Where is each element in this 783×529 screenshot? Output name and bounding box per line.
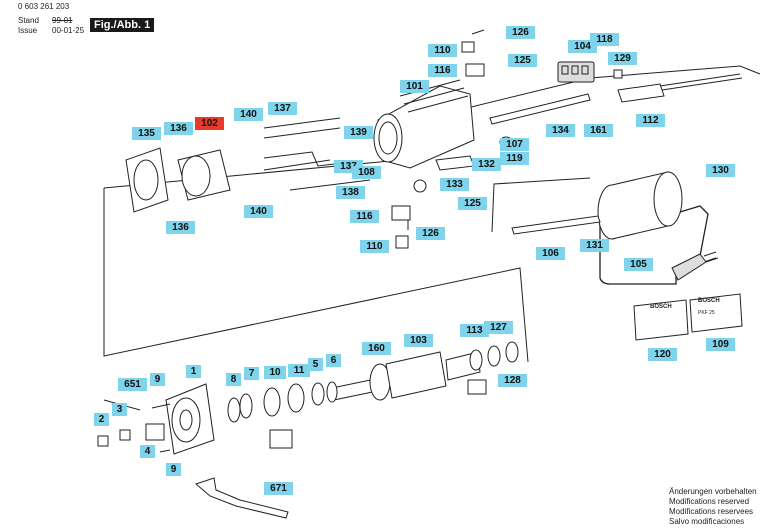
part-label-128: 128 <box>498 374 527 387</box>
part-label-4: 4 <box>140 445 155 458</box>
wires <box>263 117 371 191</box>
rod-134 <box>489 93 591 125</box>
collet-parts <box>97 399 171 453</box>
part-label-9: 9 <box>150 373 165 386</box>
part-label-3: 3 <box>112 403 127 416</box>
group-outline-right <box>491 177 591 233</box>
part-label-10: 10 <box>264 366 286 379</box>
part-label-130: 130 <box>706 164 735 177</box>
part-label-8: 8 <box>226 373 241 386</box>
stator-102 <box>177 149 231 201</box>
part-label-9: 9 <box>166 463 181 476</box>
part-label-651: 651 <box>118 378 147 391</box>
motor-housing-131 <box>597 171 683 240</box>
issue-value: 00-01-25 <box>52 26 85 35</box>
part-label-6: 6 <box>326 354 341 367</box>
footer-line: Änderungen vorbehalten <box>669 487 757 496</box>
group-outline-left <box>103 188 529 363</box>
part-label-7: 7 <box>244 367 259 380</box>
part-label-102: 102 <box>195 117 224 130</box>
wrench-671 <box>195 477 289 519</box>
part-label-113: 113 <box>460 324 489 337</box>
part-label-108: 108 <box>352 166 381 179</box>
armature-103 <box>331 351 481 401</box>
part-label-106: 106 <box>536 247 565 260</box>
plate-right-sub: PKF 25 <box>698 310 715 316</box>
power-cable <box>599 220 717 285</box>
part-label-126: 126 <box>506 26 535 39</box>
part-label-1: 1 <box>186 365 201 378</box>
part-label-11: 11 <box>288 364 310 377</box>
cover-112 <box>617 73 743 103</box>
part-label-160: 160 <box>362 342 391 355</box>
part-label-109: 109 <box>706 338 735 351</box>
part-label-161: 161 <box>584 124 613 137</box>
part-label-119: 119 <box>500 152 529 165</box>
gear-head-1 <box>165 383 215 455</box>
part-label-132: 132 <box>472 158 501 171</box>
bearings <box>227 381 338 449</box>
plug-pin <box>705 257 719 263</box>
part-label-137: 137 <box>268 102 297 115</box>
part-label-135: 135 <box>132 127 161 140</box>
part-label-116: 116 <box>350 210 379 223</box>
part-label-136: 136 <box>164 122 193 135</box>
part-label-136: 136 <box>166 221 195 234</box>
part-label-112: 112 <box>636 114 665 127</box>
part-label-118: 118 <box>590 33 619 46</box>
part-label-133: 133 <box>440 178 469 191</box>
plug-pin <box>703 251 717 257</box>
part-label-671: 671 <box>264 482 293 495</box>
part-label-104: 104 <box>568 40 597 53</box>
part-label-127: 127 <box>484 321 513 334</box>
footer-line: Modifications reservees <box>669 507 754 516</box>
part-label-125: 125 <box>458 197 487 210</box>
small-parts <box>391 29 623 249</box>
part-label-131: 131 <box>580 239 609 252</box>
footer-line: Salvo modificaciones <box>669 517 745 526</box>
part-label-129: 129 <box>608 52 637 65</box>
plates <box>633 293 743 341</box>
shaft-106 <box>511 215 601 235</box>
stand-value: 99-01 <box>52 16 73 25</box>
plug <box>671 253 707 281</box>
part-label-116: 116 <box>428 64 457 77</box>
stand-label: Stand <box>18 16 39 25</box>
part-label-110: 110 <box>360 240 389 253</box>
end-cap-135 <box>125 147 169 213</box>
part-label-2: 2 <box>94 413 109 426</box>
part-label-125: 125 <box>508 54 537 67</box>
part-label-126: 126 <box>416 227 445 240</box>
part-label-138: 138 <box>336 186 365 199</box>
part-label-140: 140 <box>234 108 263 121</box>
rings <box>467 341 519 395</box>
doc-number: 0 603 261 203 <box>18 2 70 11</box>
part-label-103: 103 <box>404 334 433 347</box>
footer-notes: Änderungen vorbehalten Modifications res… <box>669 487 779 527</box>
part-label-134: 134 <box>546 124 575 137</box>
part-label-107: 107 <box>500 138 529 151</box>
part-label-105: 105 <box>624 258 653 271</box>
cable-loop <box>679 205 709 257</box>
issue-label: Issue <box>18 26 38 35</box>
part-label-140: 140 <box>244 205 273 218</box>
part-label-101: 101 <box>400 80 429 93</box>
field-housing-101 <box>373 79 475 169</box>
plate-right-brand: BOSCH <box>698 298 720 304</box>
part-label-139: 139 <box>344 126 373 139</box>
figure-title: Fig./Abb. 1 <box>90 18 155 32</box>
plate-left-brand: BOSCH <box>650 304 672 310</box>
switch-104 <box>557 61 595 83</box>
footer-line: Modifications reserved <box>669 497 750 506</box>
part-label-5: 5 <box>308 358 323 371</box>
part-label-120: 120 <box>648 348 677 361</box>
document-header: 0 603 261 203 Stand 99-01 Issue 00-01-25 <box>0 0 300 40</box>
part-label-110: 110 <box>428 44 457 57</box>
